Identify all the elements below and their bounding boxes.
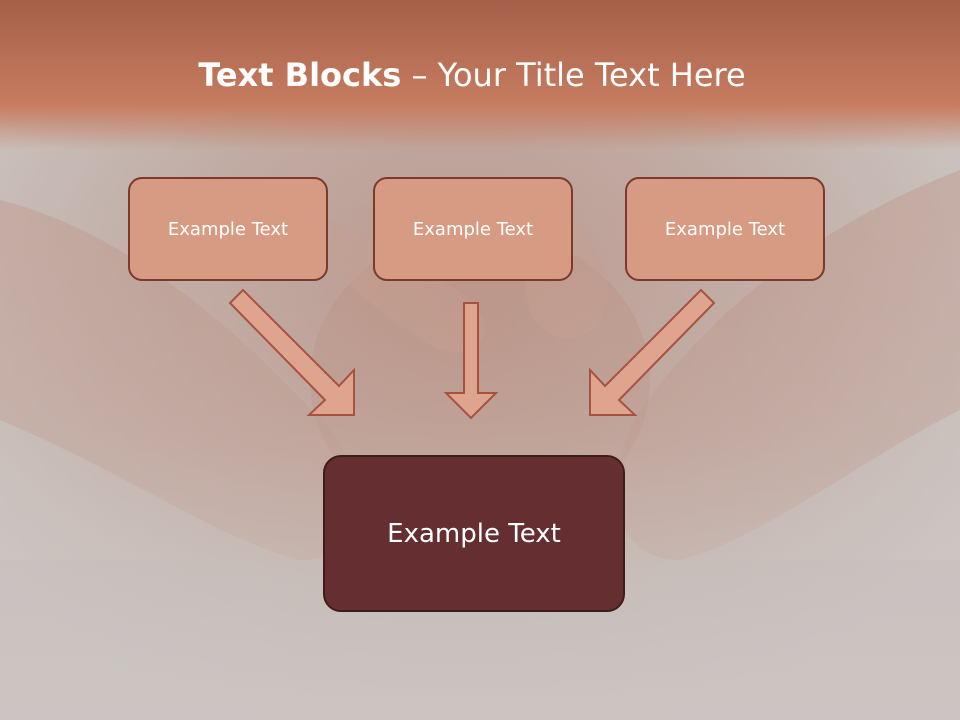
arrow-left-to-center (228, 288, 355, 416)
text-box-left[interactable]: Example Text (128, 177, 328, 281)
text-box-right[interactable]: Example Text (625, 177, 825, 281)
text-box-center-label: Example Text (387, 518, 561, 549)
text-box-middle[interactable]: Example Text (373, 177, 573, 281)
text-box-right-label: Example Text (664, 218, 786, 240)
text-box-middle-label: Example Text (412, 218, 534, 240)
slide-title: Text Blocks – Your Title Text Here (0, 52, 944, 98)
arrow-right-to-center (589, 288, 716, 416)
title-band (0, 0, 960, 150)
text-box-left-label: Example Text (167, 218, 289, 240)
title-separator: – (401, 56, 438, 94)
text-box-center[interactable]: Example Text (323, 455, 625, 612)
title-rest-part: Your Title Text Here (437, 56, 746, 94)
title-bold-part: Text Blocks (198, 56, 402, 94)
arrow-middle-to-center (443, 302, 499, 420)
